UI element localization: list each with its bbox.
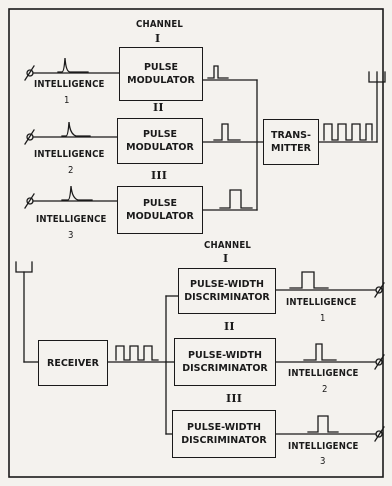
discriminator-2-numeral: II [224, 320, 235, 333]
transmitter-line1: TRANS- [271, 130, 311, 141]
receiver-pulse-train [115, 345, 159, 361]
pulse-width-discriminator-2: PULSE-WIDTH DISCRIMINATOR [174, 338, 276, 386]
transmitter-antenna [368, 71, 386, 83]
receiver-box: RECEIVER [38, 340, 108, 386]
pulse-modulator-1: PULSE MODULATOR [119, 47, 203, 101]
intelligence-waveform-2 [61, 121, 91, 137]
intelligence-waveform-1 [57, 57, 89, 73]
bottom-channel-label: CHANNEL [204, 240, 252, 251]
output-intelligence-label-3: INTELLIGENCE [288, 441, 359, 452]
pulse-width-discriminator-3: PULSE-WIDTH DISCRIMINATOR [172, 410, 276, 458]
discriminator-3-line2: DISCRIMINATOR [181, 435, 267, 446]
output-intelligence-label-1: INTELLIGENCE [286, 297, 357, 308]
pulse-waveform-3 [219, 189, 253, 209]
discriminator-3-line1: PULSE-WIDTH [187, 422, 261, 433]
output-pulse-2 [303, 343, 337, 361]
top-channel-numeral: I [155, 32, 161, 45]
intelligence-label-1: INTELLIGENCE [34, 79, 105, 90]
input-terminal-2 [24, 129, 119, 145]
modulator-2-line2: MODULATOR [126, 142, 194, 153]
discriminator-2-line1: PULSE-WIDTH [188, 350, 262, 361]
discriminator-1-line1: PULSE-WIDTH [190, 279, 264, 290]
input-terminal-3 [24, 193, 119, 209]
modulator-2-numeral: II [153, 101, 164, 114]
intelligence-waveform-3 [61, 185, 93, 201]
receiver-label: RECEIVER [47, 357, 99, 369]
intelligence-index-1: 1 [64, 95, 70, 106]
modulator-2-line1: PULSE [142, 129, 178, 140]
output-intelligence-index-2: 2 [322, 384, 328, 395]
pulse-modulator-3: PULSE MODULATOR [117, 186, 203, 234]
modulator-3-line2: MODULATOR [126, 211, 194, 222]
intelligence-index-3: 3 [68, 230, 74, 241]
modulator-3-numeral: III [151, 169, 168, 182]
discriminator-3-numeral: III [226, 392, 243, 405]
modulator-1-line1: PULSE [143, 62, 179, 73]
pulse-width-discriminator-1: PULSE-WIDTH DISCRIMINATOR [178, 268, 276, 314]
output-terminal-3 [374, 426, 385, 442]
transmitter-box: TRANS- MITTER [263, 119, 319, 165]
output-intelligence-index-3: 3 [320, 456, 326, 467]
output-terminal-2 [374, 354, 385, 370]
input-terminal-1 [24, 65, 121, 81]
pulse-waveform-1 [207, 65, 229, 79]
output-intelligence-index-1: 1 [320, 313, 326, 324]
modulator-3-line1: PULSE [142, 198, 178, 209]
pulse-waveform-2 [213, 123, 241, 141]
intelligence-label-2: INTELLIGENCE [34, 149, 105, 160]
transmitter-line2: MITTER [271, 143, 311, 154]
output-pulse-1 [289, 271, 329, 289]
transmitter-pulse-train [323, 123, 373, 141]
discriminator-1-line2: DISCRIMINATOR [184, 292, 270, 303]
top-channel-label: CHANNEL [136, 19, 184, 30]
outer-frame [8, 8, 384, 478]
intelligence-label-3: INTELLIGENCE [36, 214, 107, 225]
bottom-channel-numeral: I [223, 252, 229, 265]
modulator-1-line2: MODULATOR [127, 75, 195, 86]
output-terminal-1 [374, 282, 385, 298]
pulse-modulator-2: PULSE MODULATOR [117, 118, 203, 164]
output-intelligence-label-2: INTELLIGENCE [288, 368, 359, 379]
receiver-antenna [15, 261, 33, 273]
discriminator-2-line2: DISCRIMINATOR [182, 363, 268, 374]
intelligence-index-2: 2 [68, 165, 74, 176]
output-pulse-3 [307, 415, 339, 433]
